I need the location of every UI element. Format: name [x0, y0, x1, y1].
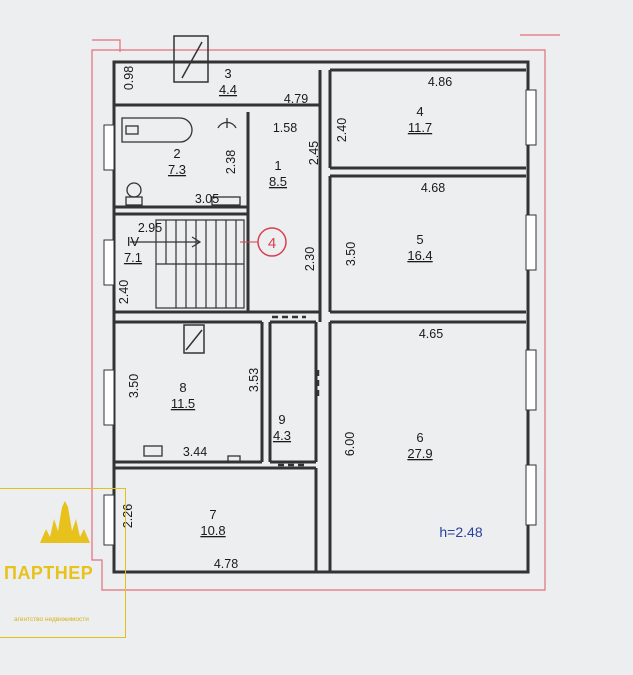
room-marker-label: 4 [268, 235, 276, 252]
dimension-label: 2.45 [307, 141, 321, 165]
room-area: 8.5 [269, 174, 287, 189]
dimension-label: 4.79 [284, 92, 308, 106]
room-number: 6 [416, 430, 423, 445]
dimension-label: 3.05 [195, 192, 219, 206]
dimension-label: 2.38 [224, 150, 238, 174]
room-number: 8 [179, 380, 186, 395]
dimension-label: 2.40 [117, 280, 131, 304]
staircase [130, 219, 245, 309]
logo-tagline: агентство недвижимости [14, 616, 89, 623]
room-area: 11.5 [171, 396, 195, 411]
room-area: 10.8 [200, 523, 225, 538]
dimension-label: 0.98 [122, 66, 136, 90]
room-number: 3 [224, 66, 231, 81]
dimension-label: 6.00 [343, 432, 357, 456]
room-area: 27.9 [407, 446, 432, 461]
dimension-label: 3.50 [344, 242, 358, 266]
room-area: 16.4 [407, 248, 432, 263]
dimension-label: 4.86 [428, 75, 452, 89]
room-number: 2 [173, 146, 180, 161]
dimension-label: 2.40 [335, 118, 349, 142]
dimension-label: 3.53 [247, 368, 261, 392]
room-area: 4.4 [219, 82, 237, 97]
outer-walls [112, 60, 530, 574]
bath-fixtures [121, 117, 241, 463]
room-number: 9 [278, 412, 285, 427]
dimension-label: 1.58 [273, 121, 297, 135]
dimension-label: 2.30 [303, 247, 317, 271]
dimension-label: 4.68 [421, 181, 445, 195]
building-outline [91, 34, 560, 591]
room-area: 11.7 [408, 120, 432, 135]
dimension-label: 3.44 [183, 445, 207, 459]
inner-walls [114, 68, 526, 572]
dimension-label: 2.26 [121, 504, 135, 528]
ceiling-height-note: h=2.48 [439, 524, 482, 540]
vent-shaft [173, 35, 209, 354]
partner-logo: ПАРТНЕР агентство недвижимости [0, 488, 126, 638]
room-area: 7.1 [124, 250, 142, 265]
room-number: 1 [274, 158, 281, 173]
dimension-label: 3.50 [127, 374, 141, 398]
room-number: 5 [416, 232, 423, 247]
dimension-label: 4.78 [214, 557, 238, 571]
room-number: IV [127, 234, 140, 249]
room-area: 7.3 [168, 162, 186, 177]
logo-name: ПАРТНЕР [4, 563, 94, 583]
skyline-icon [40, 501, 90, 543]
windows [103, 89, 537, 546]
room-number: 7 [209, 507, 216, 522]
room-number: 4 [416, 104, 423, 119]
room-area: 4.3 [273, 428, 291, 443]
dimension-label: 2.95 [138, 221, 162, 235]
door-openings [272, 315, 320, 467]
dimension-label: 4.65 [419, 327, 443, 341]
